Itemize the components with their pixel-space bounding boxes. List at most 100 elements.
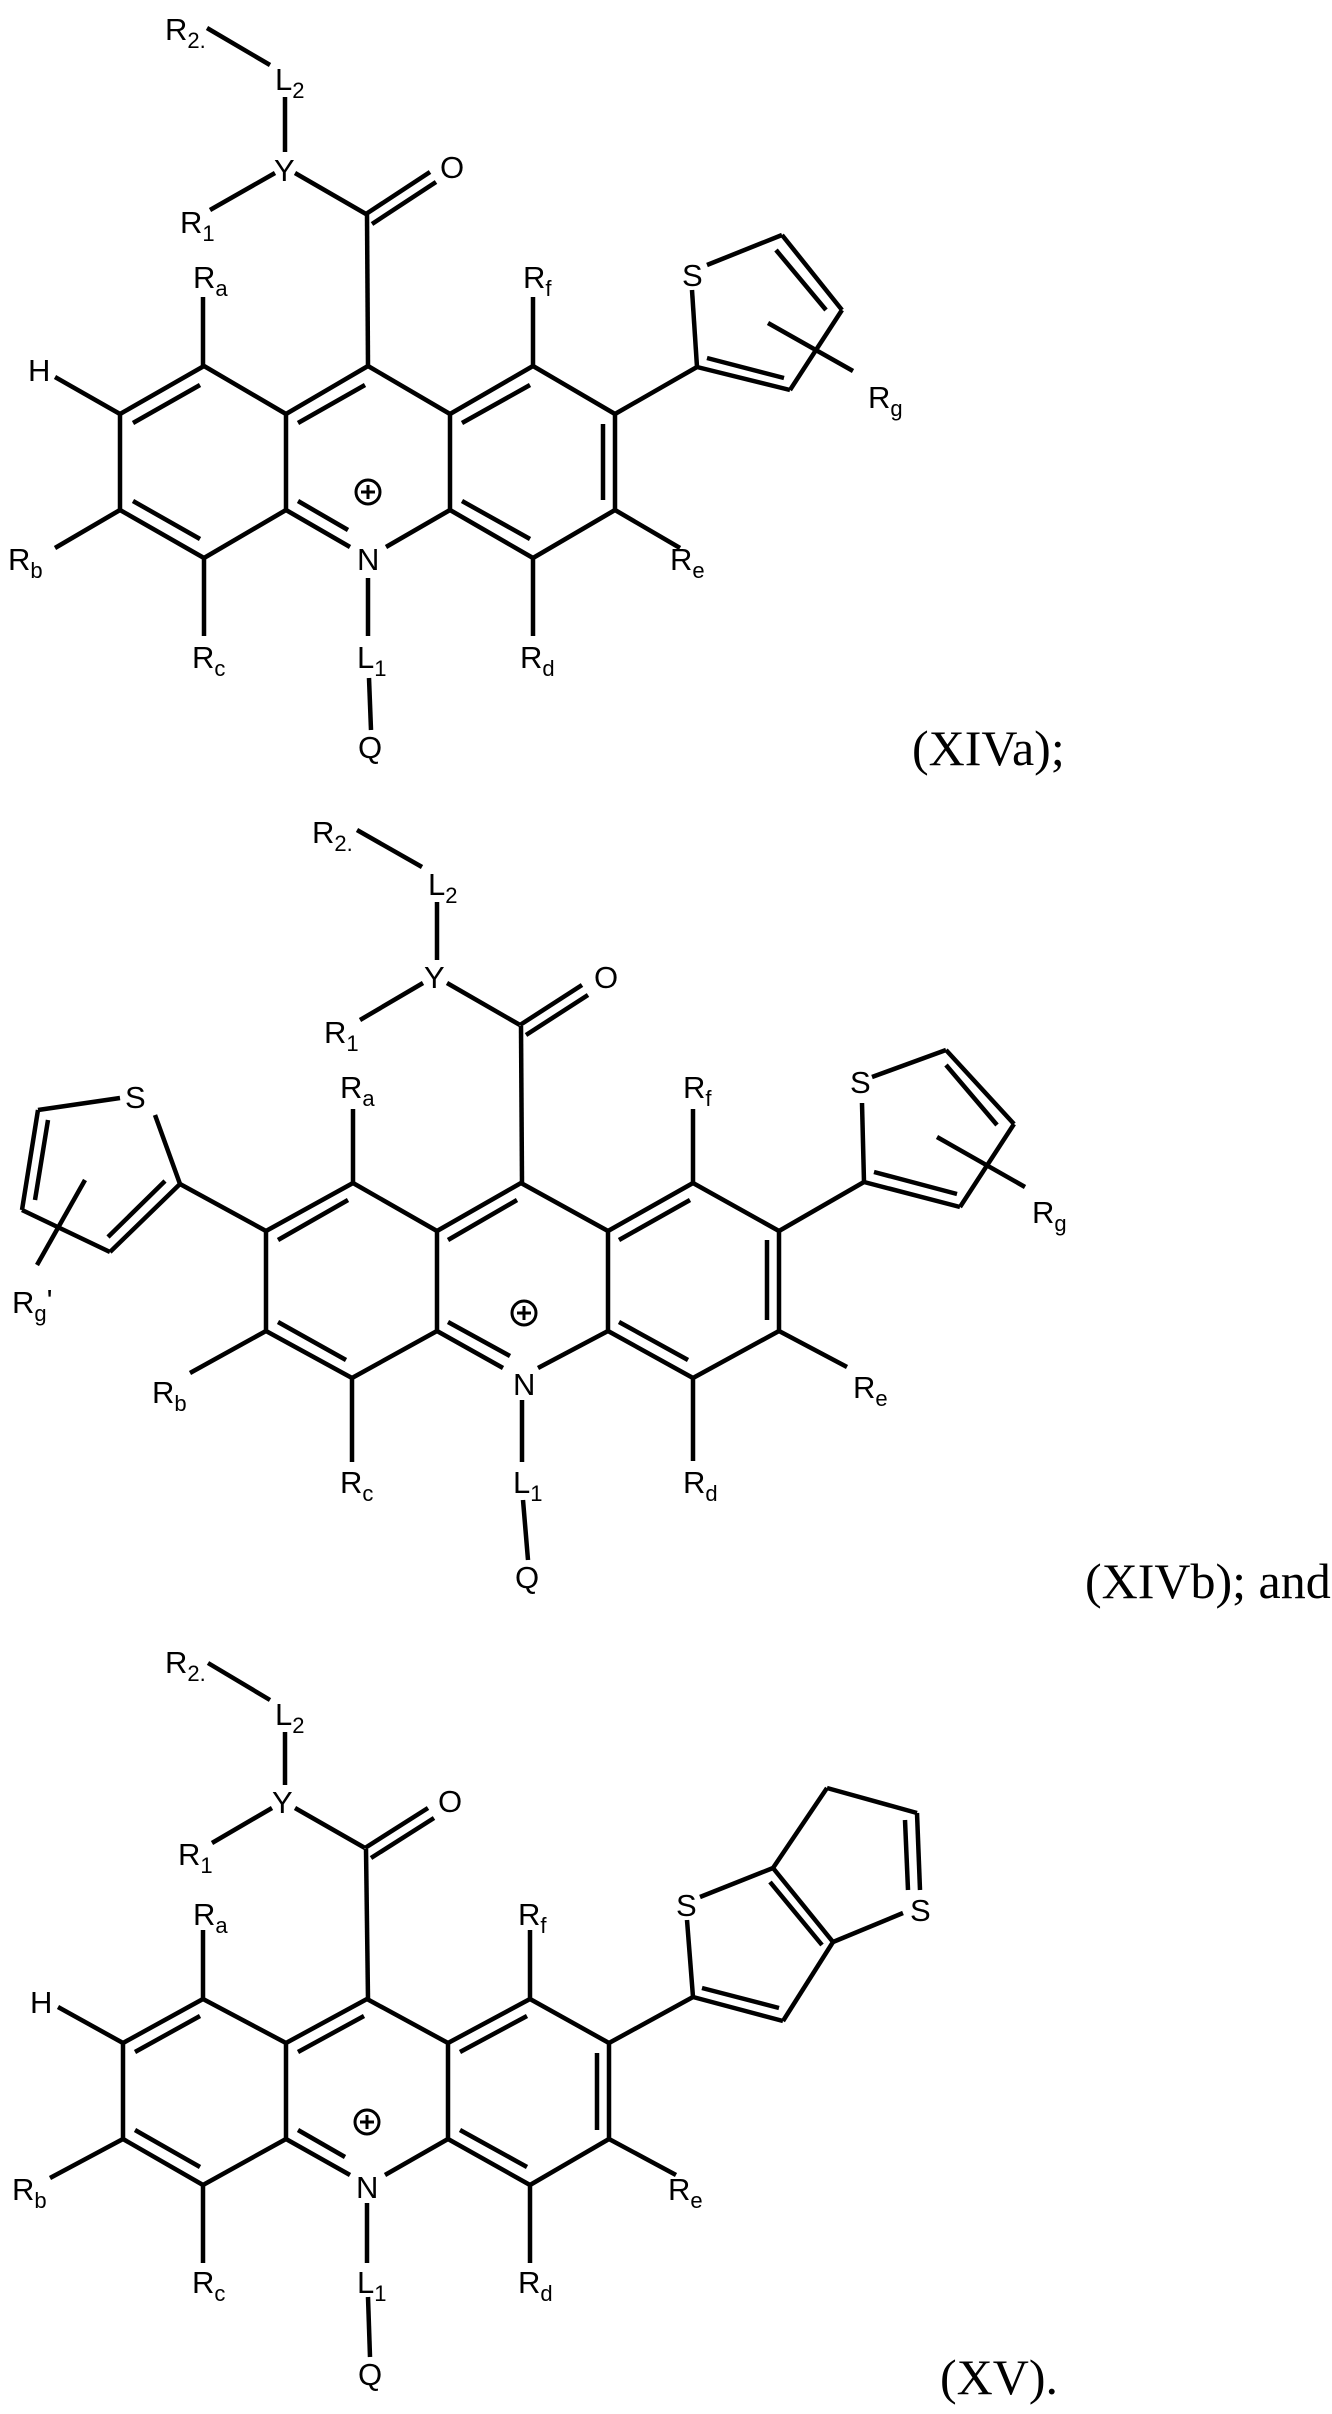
bond-line xyxy=(366,677,374,731)
bond-line xyxy=(53,375,122,416)
bond-line xyxy=(684,1919,696,1998)
atom-label: Rb xyxy=(152,1375,187,1416)
atom-label: S xyxy=(676,1888,697,1923)
bond-line xyxy=(37,1095,121,1113)
atom-label: Rg xyxy=(868,380,903,421)
atom-label: H xyxy=(28,353,50,388)
atom-label: Rd xyxy=(683,1465,718,1506)
bond-line xyxy=(284,364,370,416)
bond-line xyxy=(606,1181,695,1233)
bond-line xyxy=(445,981,522,1027)
bond-line xyxy=(520,1499,531,1561)
bond-line xyxy=(448,364,535,416)
bond-line xyxy=(19,1109,41,1211)
bond-line xyxy=(201,1997,288,2045)
bond-line xyxy=(692,1994,784,2024)
bond-line xyxy=(118,364,206,416)
atom-label: Q xyxy=(515,1560,539,1595)
bond-line xyxy=(106,1179,167,1239)
atom-label: O xyxy=(438,1784,462,1819)
formula-label-xv: (XV). xyxy=(940,2349,1059,2405)
atom-label: Q xyxy=(358,2357,382,2392)
bond-line xyxy=(871,1047,947,1080)
bond-line xyxy=(771,1866,835,1944)
bond-line xyxy=(446,1997,532,2045)
bond-line xyxy=(863,1179,961,1210)
atom-label: Ra xyxy=(340,1070,375,1111)
bond-line xyxy=(350,1329,439,1380)
bond-line xyxy=(364,213,371,367)
bond-line xyxy=(178,1182,268,1233)
atom-label: Rg' xyxy=(12,1283,53,1326)
atom-label: N xyxy=(513,1367,535,1402)
bond-line xyxy=(56,2005,125,2045)
bond-line xyxy=(706,232,783,268)
bond-line xyxy=(365,1997,450,2045)
positive-charge-icon xyxy=(354,478,382,506)
atom-label: R2. xyxy=(312,815,353,856)
atom-label: L2 xyxy=(275,1697,305,1738)
bond-line xyxy=(276,1320,348,1362)
bond-line xyxy=(435,1329,505,1370)
bond-line xyxy=(202,508,288,560)
bond-line xyxy=(832,1910,904,1945)
bond-line xyxy=(202,364,288,416)
bond-line xyxy=(771,1786,829,1870)
atom-label: R2. xyxy=(165,1645,206,1686)
atom-label: Ra xyxy=(193,260,228,301)
bond-line xyxy=(606,1329,695,1380)
bond-line xyxy=(935,1135,1027,1189)
atom-label: Rc xyxy=(192,640,225,681)
atom-label: Rf xyxy=(518,1897,547,1938)
bond-line xyxy=(859,1102,867,1183)
bond-line xyxy=(201,2137,288,2187)
bond-line xyxy=(699,1865,774,1900)
atom-label: Rd xyxy=(518,2265,553,2306)
bond-line xyxy=(446,1198,519,1242)
bond-line xyxy=(607,2137,678,2177)
atom-label: L2 xyxy=(275,62,305,103)
bond-line xyxy=(446,1320,512,1358)
bond-line xyxy=(264,1329,354,1380)
bond-line xyxy=(777,1329,849,1369)
bond-line xyxy=(780,233,844,312)
bond-line xyxy=(296,499,350,532)
bond-line xyxy=(210,1806,274,1845)
atom-label: Rf xyxy=(683,1070,712,1111)
bond-line xyxy=(689,289,700,368)
bond-line xyxy=(458,2014,529,2054)
bond-line xyxy=(108,1182,182,1254)
atom-label: O xyxy=(594,960,618,995)
bond-line xyxy=(53,508,122,550)
atom-label: Rb xyxy=(8,542,43,583)
bond-line xyxy=(188,1329,268,1375)
bond-line xyxy=(370,180,438,226)
atom-label: Q xyxy=(358,730,382,765)
bond-line xyxy=(284,508,352,549)
atom-label: O xyxy=(440,150,464,185)
atom-label: Rc xyxy=(340,1465,373,1506)
bond-line xyxy=(48,2137,125,2180)
bond-line xyxy=(826,1785,918,1816)
bond-line xyxy=(364,170,432,216)
bond-line xyxy=(458,2128,529,2169)
atom-label: L2 xyxy=(428,867,458,908)
bond-line xyxy=(383,2137,450,2177)
bond-line xyxy=(448,508,535,560)
bond-line xyxy=(914,1812,923,1891)
bond-line xyxy=(607,1995,695,2045)
bond-line xyxy=(519,1181,610,1233)
atom-label: N xyxy=(357,542,379,577)
bond-line xyxy=(133,2128,202,2169)
atom-label: Re xyxy=(668,2172,703,2213)
bond-line xyxy=(21,1207,111,1255)
bond-line xyxy=(706,355,785,381)
bond-line xyxy=(365,2296,373,2358)
atom-label: S xyxy=(910,1893,931,1928)
atom-label: R2. xyxy=(165,12,206,53)
bond-line xyxy=(696,364,791,393)
